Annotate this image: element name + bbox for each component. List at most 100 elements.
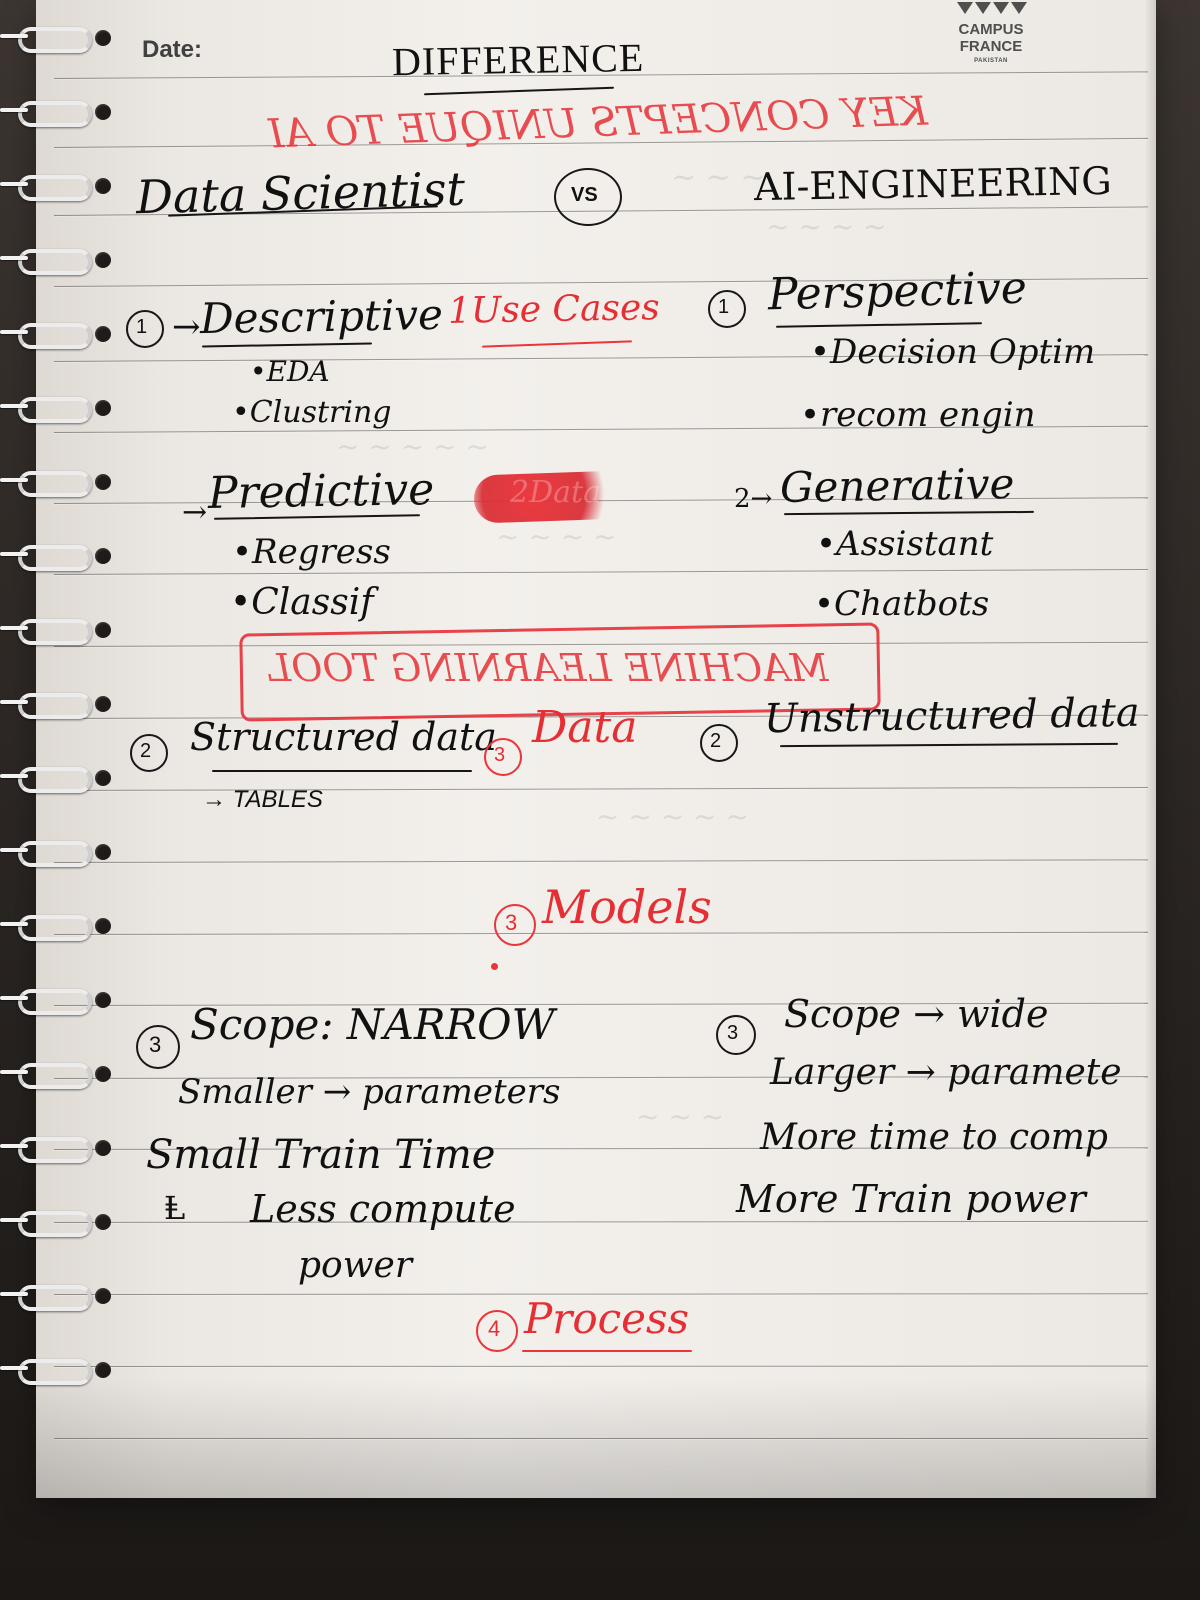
section3-right-number: 3: [727, 1022, 739, 1044]
spiral-ring: [0, 684, 104, 722]
notebook-page: ~ ~ ~ ~ ~ ~ ~ ~ ~ ~ ~ ~ ~ ~ ~ ~ ~ ~ ~ ~ …: [36, 0, 1156, 1498]
spiral-ring: [0, 240, 104, 278]
section3-left-number: 3: [149, 1032, 162, 1057]
bleed-text: ~ ~ ~: [636, 1100, 725, 1133]
spiral-ring: [0, 1202, 104, 1240]
section1-left-number-circle: [126, 310, 164, 348]
predictive-label: Predictive: [207, 464, 435, 519]
spiral-hole: [95, 622, 111, 638]
spiral-hole: [95, 474, 111, 490]
section2-right-number-circle: [700, 724, 738, 762]
spiral-ring: [0, 388, 104, 426]
generative-item-2: •Chatbots: [814, 584, 990, 624]
section2-center-number-circle: [484, 738, 522, 776]
bleed-text: ~ ~ ~ ~: [766, 210, 887, 243]
page-right-edge: [1146, 0, 1156, 1498]
spiral-binding: [0, 0, 150, 1600]
bleed-text: ~ ~ ~: [671, 160, 766, 195]
logo-line-3: PAKISTAN: [974, 58, 1008, 64]
spiral-ring: [0, 610, 104, 648]
spiral-hole: [95, 1140, 111, 1156]
section3-center-number: 3: [505, 910, 518, 935]
section1-left-label-underline: [201, 342, 373, 348]
scope-narrow-label: Scope: NARROW: [190, 1000, 555, 1049]
spiral-ring: [0, 1054, 104, 1092]
ruled-line: [54, 1438, 1148, 1439]
section3-left-number-circle: [136, 1025, 180, 1069]
spiral-ring: [0, 906, 104, 944]
larger-parameter-label: Larger → paramete: [770, 1052, 1122, 1093]
models-dot: [491, 963, 498, 970]
spiral-hole: [95, 178, 111, 194]
right-title: AI-ENGINEERING: [753, 158, 1112, 210]
spiral-hole: [95, 30, 111, 46]
spiral-hole: [95, 992, 111, 1008]
spiral-ring: [0, 18, 104, 56]
logo-line-2: FRANCE: [959, 38, 1023, 55]
process-underline: [522, 1350, 692, 1352]
bleed-text: ~ ~ ~ ~: [496, 520, 617, 553]
structured-data-label: Structured data: [190, 715, 497, 759]
section1-left-arrow: →: [172, 307, 201, 347]
section3-center-number-circle: [494, 904, 536, 946]
use-cases-label: 1Use Cases: [447, 287, 661, 332]
logo-triangle-icon: [975, 2, 991, 14]
section1-left-number: 1: [136, 316, 148, 338]
unstructured-data-label: Unstructured data: [763, 689, 1141, 743]
campus-france-logo: CAMPUS FRANCE PAKISTAN: [948, 2, 1034, 68]
spiral-ring: [0, 1128, 104, 1166]
date-label: Date:: [142, 36, 203, 63]
generative-prefix: 2→: [734, 484, 773, 514]
logo-triangle-icon: [957, 2, 973, 14]
more-time-label: More time to comp: [760, 1117, 1108, 1158]
more-train-power-label: More Train power: [736, 1177, 1086, 1221]
ruled-lines: [36, 0, 1156, 1498]
spiral-ring: [0, 536, 104, 574]
spiral-hole: [95, 1288, 111, 1304]
smaller-parameters-label: Smaller → parameters: [178, 1072, 561, 1112]
section2-left-number: 2: [140, 740, 152, 762]
predictive-item-2: •Classif: [230, 582, 374, 623]
spiral-ring: [0, 92, 104, 130]
perspective-item-2: •recom engin: [800, 395, 1036, 435]
logo-triangle-icon: [993, 2, 1009, 14]
predictive-item-1: •Regress: [232, 532, 391, 572]
crossed-prefix: Ⱡ: [164, 1189, 186, 1227]
section4-number: 4: [488, 1316, 501, 1341]
spiral-ring: [0, 1276, 104, 1314]
section1-right-number-circle: [708, 290, 746, 328]
versus-label: VS: [571, 184, 598, 206]
section3-right-number-circle: [716, 1015, 756, 1055]
spiral-hole: [95, 326, 111, 342]
structured-data-underline: [212, 770, 472, 772]
scope-wide-label: Scope → wide: [784, 992, 1049, 1036]
small-train-time-label: Small Train Time: [146, 1132, 496, 1178]
generative-underline: [783, 510, 1035, 516]
section1-right-number: 1: [718, 296, 730, 318]
bleed-text: ~ ~ ~ ~ ~: [596, 800, 749, 833]
perspective-label: Perspective: [767, 262, 1028, 321]
spiral-hole: [95, 1214, 111, 1230]
less-compute-label: Less compute: [250, 1187, 516, 1231]
notes-ink: ~ ~ ~ ~ ~ ~ ~ ~ ~ ~ ~ ~ ~ ~ ~ ~ ~ ~ ~ ~ …: [36, 0, 1156, 1498]
spiral-ring: [0, 1350, 104, 1388]
process-label: Process: [524, 1294, 690, 1343]
page-title: DIFFERENCE: [391, 34, 645, 85]
structured-data-sub: → TABLES: [202, 786, 323, 813]
models-label: Models: [542, 880, 712, 934]
section2-right-number: 2: [710, 730, 722, 752]
spiral-ring: [0, 758, 104, 796]
perspective-underline: [775, 322, 983, 328]
redacted-data-text: 2Data: [510, 475, 601, 510]
spiral-ring: [0, 980, 104, 1018]
logo-triangle-icon: [1011, 2, 1027, 14]
logo-line-1: CAMPUS: [958, 21, 1024, 38]
spiral-hole: [95, 918, 111, 934]
spiral-hole: [95, 252, 111, 268]
left-title: Data Scientist: [135, 161, 466, 225]
spiral-hole: [95, 696, 111, 712]
bleed-text: ~ ~ ~ ~ ~: [336, 430, 489, 463]
mirrored-note: KEY CONCEPTS UNIQUE TO AI: [267, 88, 929, 158]
spiral-hole: [95, 548, 111, 564]
